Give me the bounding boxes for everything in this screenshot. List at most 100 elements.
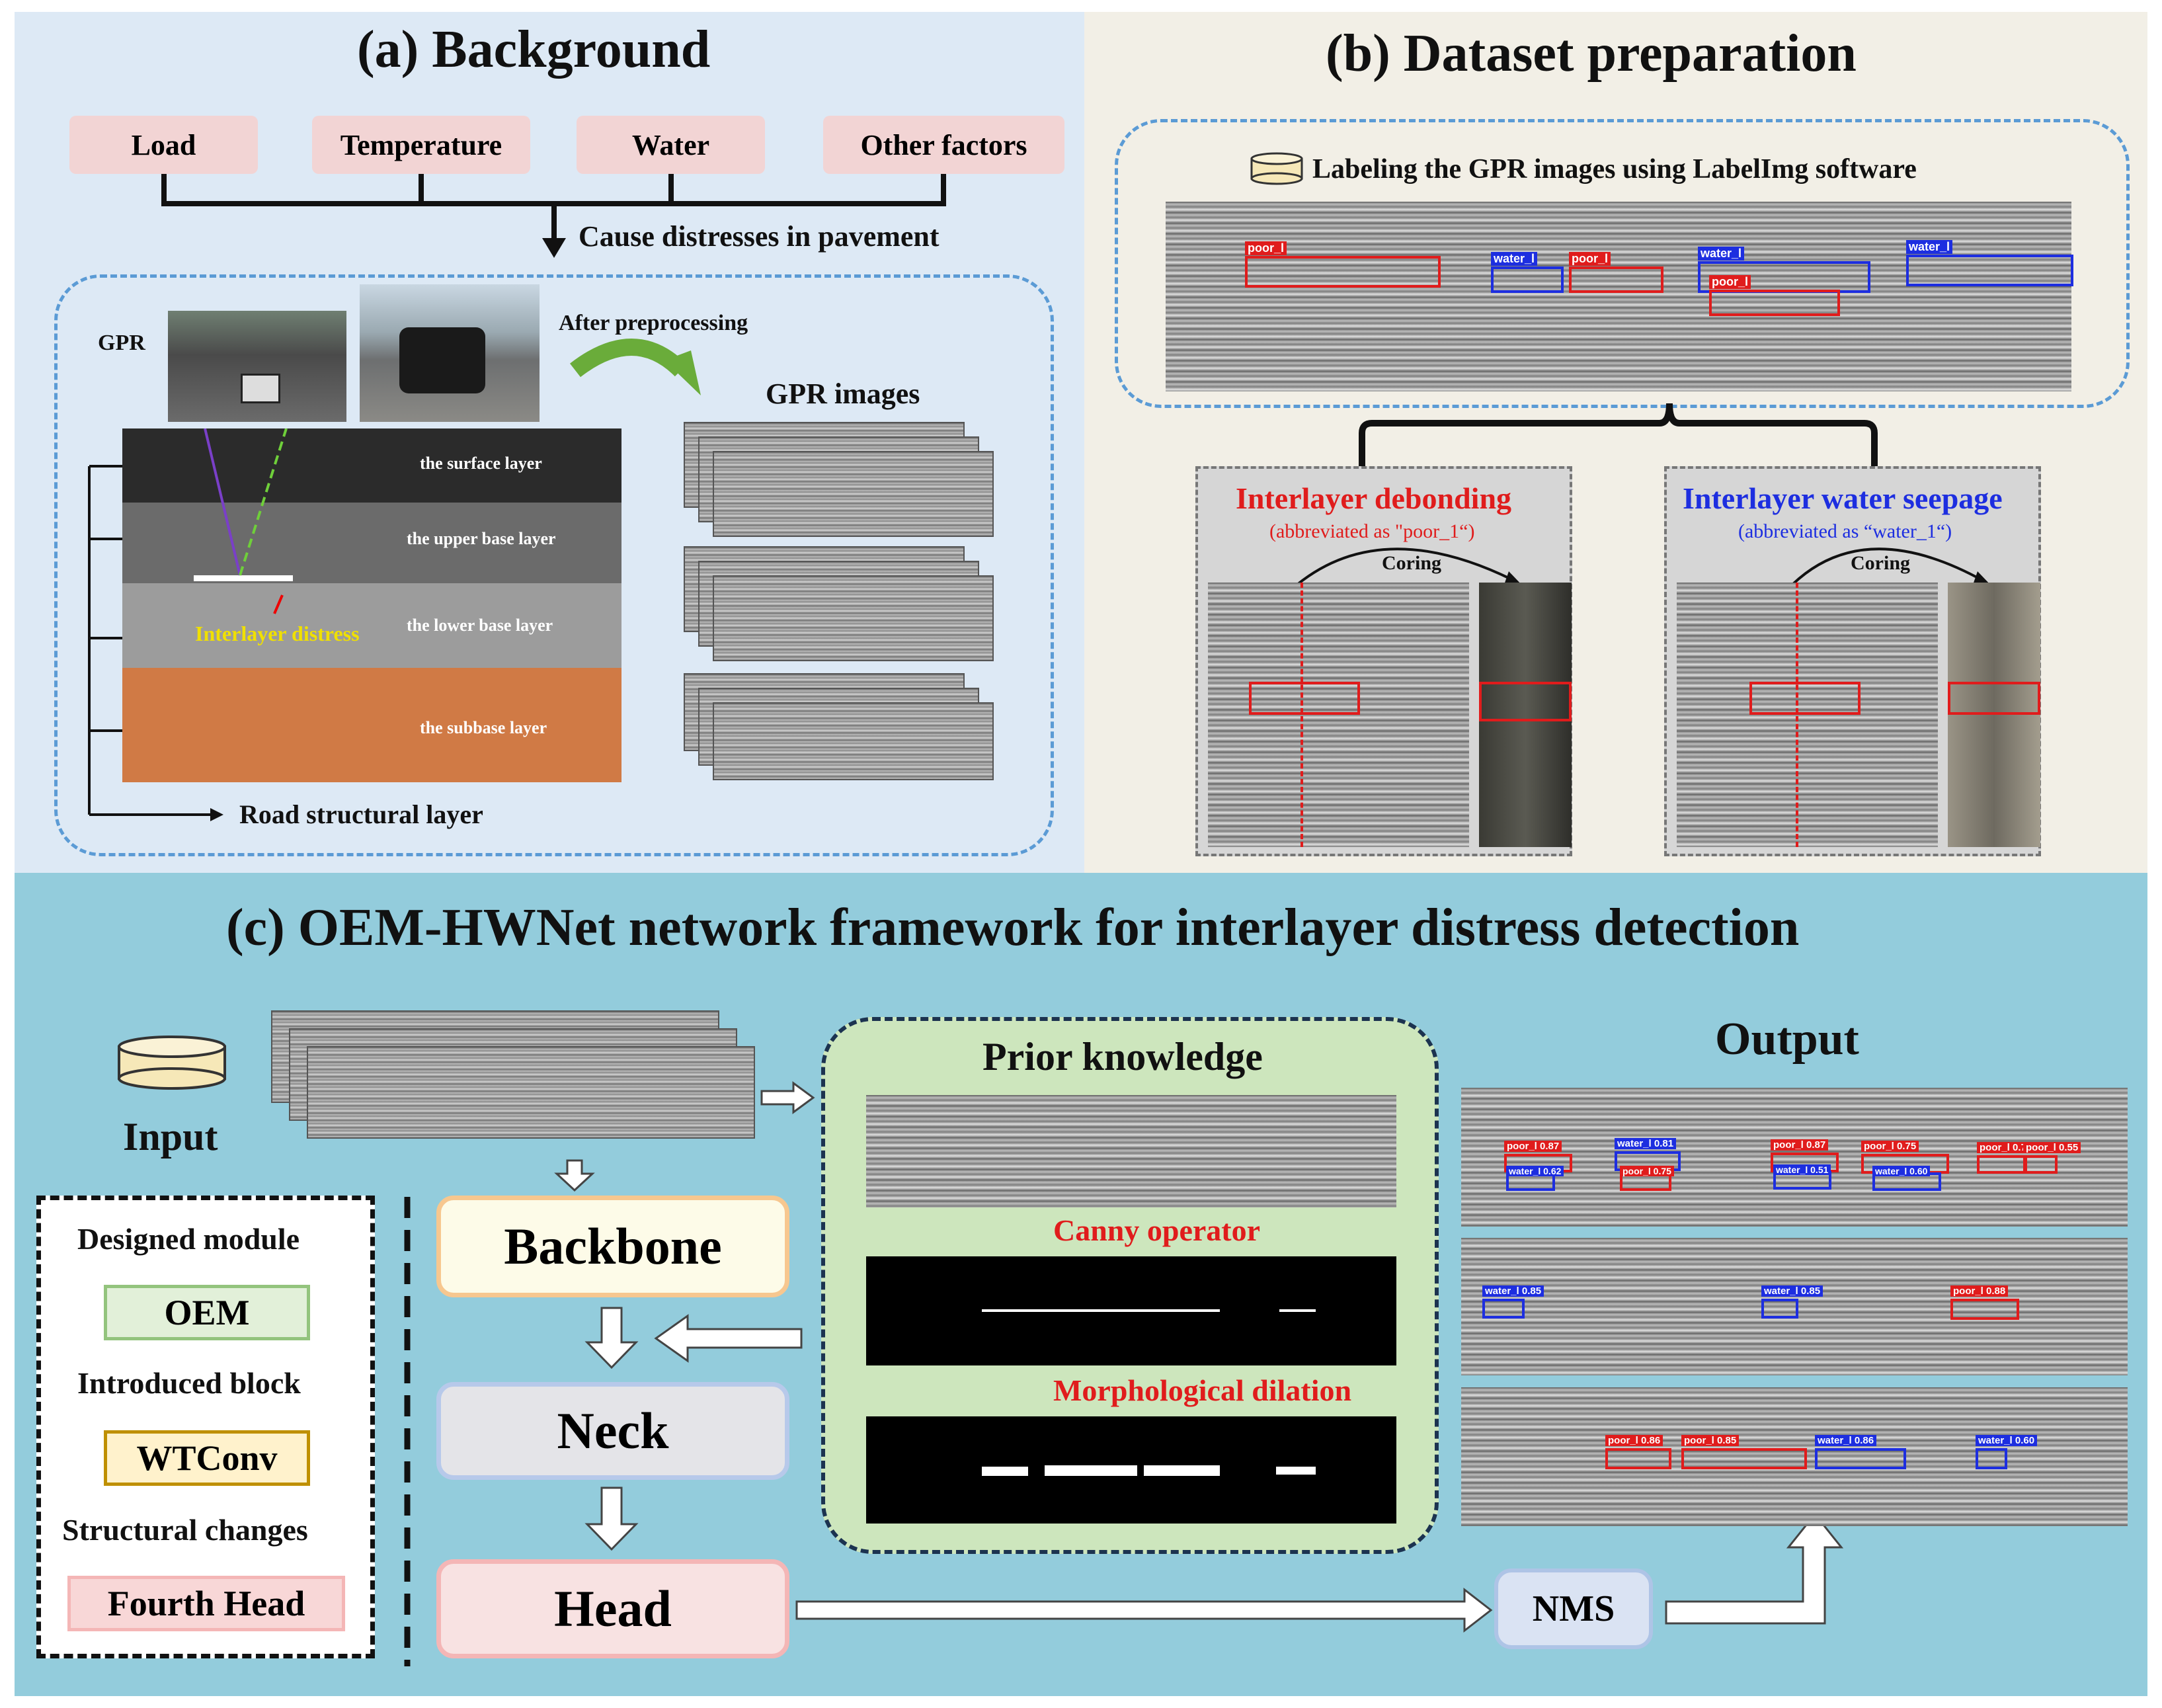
legend-wtconv: WTConv: [104, 1430, 310, 1486]
interlayer-distress-label: Interlayer distress: [195, 622, 360, 645]
debonding-core-sample: [1479, 583, 1572, 847]
legend-structural-changes: Structural changes: [62, 1513, 308, 1547]
cause-water: Water: [577, 116, 765, 174]
water-seepage-gpr-scan: [1677, 583, 1938, 847]
database-icon: [1250, 152, 1303, 185]
water-seepage-coring-label: Coring: [1851, 552, 1910, 574]
panel-a-title: (a) Background: [357, 20, 711, 79]
bbox-poor-3: [1709, 290, 1840, 316]
case-debonding: Interlayer debonding (abbreviated as "po…: [1195, 466, 1572, 856]
gpr-images-label: GPR images: [766, 378, 920, 410]
bbox-poor-2: [1569, 266, 1663, 293]
out2-tag-2: water_l 0.85: [1761, 1285, 1823, 1297]
debonding-title: Interlayer debonding: [1236, 481, 1512, 515]
prior-input-scan: [866, 1095, 1396, 1207]
input-stack-3: [307, 1046, 755, 1139]
morphological-dilation-label: Morphological dilation: [1053, 1373, 1352, 1407]
gpr-truck-photo: [168, 311, 346, 422]
output-title: Output: [1715, 1014, 1859, 1065]
after-preprocessing-label: After preprocessing: [559, 311, 748, 335]
panel-c-title: (c) OEM-HWNet network framework for inte…: [226, 899, 1800, 957]
surface-layer-label: the surface layer: [420, 454, 542, 473]
out2-bbox-1: [1482, 1299, 1525, 1319]
labeling-box: [1115, 119, 2130, 408]
out1-tag-3: water_l 0.81: [1615, 1138, 1677, 1149]
backbone-module: Backbone: [436, 1196, 789, 1297]
water-seepage-core-bbox: [1948, 682, 2040, 715]
tag-water-2: water_l: [1698, 247, 1745, 261]
upper-base-layer-label: the upper base layer: [407, 529, 556, 548]
out3-tag-4: water_l 0.60: [1976, 1435, 2038, 1446]
labeled-gpr-image: poor_l water_l poor_l water_l poor_l wat…: [1166, 202, 2073, 391]
out3-bbox-1: [1605, 1448, 1671, 1469]
canny-edge-line-2: [1279, 1309, 1316, 1312]
canny-edge-image: [866, 1256, 1396, 1365]
tag-poor-1: poor_l: [1245, 241, 1287, 255]
prior-knowledge-box: Prior knowledge Canny operator Morpholog…: [821, 1017, 1439, 1554]
out1-bbox-9: [1977, 1155, 2027, 1174]
debonding-coring-line: [1301, 583, 1303, 847]
upper-base-layer: [122, 503, 621, 583]
out1-tag-9: poor_l 0.77: [1977, 1142, 2035, 1153]
out1-tag-8: water_l 0.60: [1872, 1166, 1931, 1176]
tag-water-3: water_l: [1906, 240, 1953, 254]
out2-bbox-2: [1761, 1299, 1798, 1319]
gpr-acquisition-box: [54, 274, 1054, 856]
output-scan-1: poor_l 0.87 water_l 0.62 water_l 0.81 po…: [1461, 1088, 2128, 1227]
out2-bbox-3: [1950, 1299, 2019, 1320]
gpr-antenna-icon: [241, 374, 280, 403]
nms-module: NMS: [1494, 1568, 1653, 1649]
out3-tag-3: water_l 0.86: [1815, 1435, 1877, 1446]
out3-tag-1: poor_l 0.86: [1605, 1435, 1663, 1446]
gpr-image-stack-1c: [713, 451, 994, 537]
bbox-water-1: [1491, 266, 1564, 293]
cause-other-factors: Other factors: [823, 116, 1064, 174]
input-database-icon: [118, 1036, 226, 1090]
tag-water-1: water_l: [1491, 252, 1538, 266]
labeling-caption: Labeling the GPR images using LabelImg s…: [1312, 154, 1917, 184]
dilation-blob-3: [1144, 1465, 1220, 1476]
output-scan-2: water_l 0.85 water_l 0.85 poor_l 0.88: [1461, 1238, 2128, 1375]
cause-temperature: Temperature: [312, 116, 530, 174]
dilation-blob-4: [1276, 1467, 1316, 1475]
legend-fourth-head: Fourth Head: [67, 1576, 345, 1631]
input-label: Input: [123, 1115, 218, 1159]
debonding-scan-bbox: [1249, 682, 1360, 715]
out1-tag-6: water_l 0.51: [1773, 1164, 1831, 1175]
out1-tag-10: poor_l 0.55: [2023, 1142, 2081, 1153]
road-structural-layer-label: Road structural layer: [239, 799, 483, 829]
neck-module: Neck: [436, 1382, 789, 1480]
water-seepage-title: Interlayer water seepage: [1683, 481, 2003, 515]
cause-caption: Cause distresses in pavement: [579, 220, 940, 253]
out1-bbox-10: [2023, 1155, 2058, 1174]
head-module: Head: [436, 1559, 789, 1658]
prior-knowledge-title: Prior knowledge: [982, 1035, 1263, 1078]
debonding-gpr-scan: [1208, 583, 1469, 847]
dilation-blob-1: [982, 1467, 1028, 1476]
canny-edge-line-1: [982, 1309, 1220, 1312]
out1-tag-7: poor_l 0.75: [1861, 1141, 1919, 1152]
bbox-poor-1: [1245, 256, 1441, 288]
out3-bbox-2: [1681, 1448, 1807, 1469]
lower-base-layer-label: the lower base layer: [407, 616, 553, 635]
radar-wave-lines: [204, 428, 288, 614]
road-structure-image: the surface layer the upper base layer t…: [122, 428, 621, 782]
output-scan-3: poor_l 0.86 poor_l 0.85 water_l 0.86 wat…: [1461, 1387, 2128, 1526]
gpr-label: GPR: [98, 331, 145, 355]
out3-bbox-3: [1815, 1448, 1906, 1469]
dilation-blob-2: [1045, 1465, 1137, 1476]
lower-base-layer: [122, 583, 621, 668]
water-seepage-scan-bbox: [1749, 682, 1861, 715]
out2-tag-1: water_l 0.85: [1482, 1285, 1544, 1297]
out2-tag-3: poor_l 0.88: [1950, 1285, 2009, 1297]
gpr-image-stack-3c: [713, 702, 994, 780]
out1-tag-1: poor_l 0.87: [1504, 1141, 1562, 1152]
out1-tag-5: poor_l 0.87: [1771, 1139, 1829, 1151]
out1-tag-2: water_l 0.62: [1506, 1166, 1564, 1176]
panel-b-title: (b) Dataset preparation: [1326, 24, 1857, 83]
tag-poor-2: poor_l: [1569, 252, 1611, 266]
debonding-coring-label: Coring: [1382, 552, 1441, 574]
debonding-core-bbox: [1479, 682, 1572, 721]
water-seepage-subtitle: (abbreviated as “water_1“): [1738, 520, 1952, 542]
legend-oem: OEM: [104, 1285, 310, 1340]
